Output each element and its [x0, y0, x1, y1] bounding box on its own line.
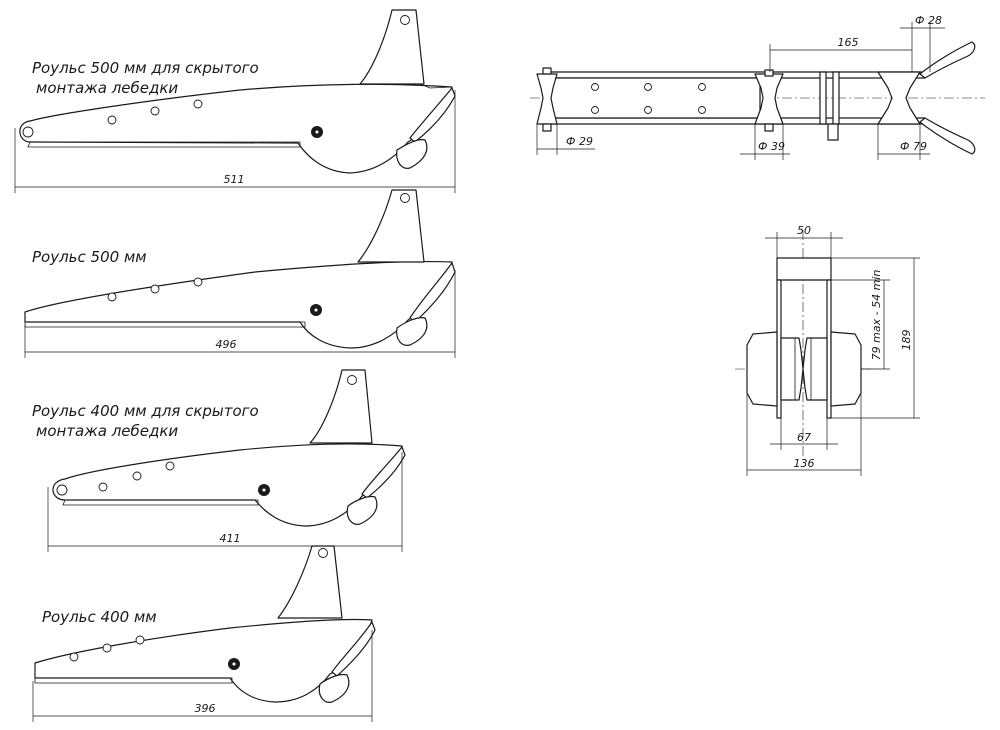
mount-hole: [135, 635, 145, 645]
mount-hole: [102, 643, 112, 653]
side-view-400: Роульс 400 мм 396: [32, 545, 376, 722]
side-view-400-hidden: Роульс 400 мм для скрытого монтажа лебед…: [32, 369, 406, 552]
caption-line-1: Роульс 400 мм: [42, 608, 157, 626]
mount-hole: [150, 106, 160, 116]
mount-hole: [150, 284, 160, 294]
pivot-hole: [22, 126, 34, 138]
end-view: 50 189 79 max - 54 min 67 136: [735, 224, 920, 476]
end-roller-center: [780, 337, 828, 401]
caption-line-2: монтажа лебедки: [36, 79, 178, 97]
diameter-39-label: Ф 39: [758, 140, 785, 153]
width-67-label: 67: [797, 431, 811, 444]
height-189-label: 189: [900, 330, 913, 351]
diameter-79-label: Ф 79: [900, 140, 927, 153]
width-136-label: 136: [794, 457, 815, 470]
side-view-500: Роульс 500 мм 496: [24, 189, 456, 358]
caption-line-2: монтажа лебедки: [36, 422, 178, 440]
length-dimension: 411: [220, 532, 241, 545]
bracket-hole: [347, 375, 357, 385]
end-roller-right: [830, 331, 862, 407]
mount-hole: [69, 652, 79, 662]
mount-hole: [698, 106, 706, 114]
top-view: Ф 29 Ф 39 Ф 79 165 Ф 28: [530, 14, 985, 160]
mount-hole: [644, 106, 652, 114]
caption-line-1: Роульс 500 мм для скрытого: [32, 59, 259, 77]
bracket-hole: [318, 548, 328, 558]
mount-hole: [591, 106, 599, 114]
mount-hole: [132, 471, 142, 481]
mount-hole: [107, 292, 117, 302]
bracket-hole: [400, 193, 410, 203]
mount-hole: [98, 482, 108, 492]
caption-line-1: Роульс 500 мм: [32, 248, 147, 266]
upper-guide-arm: [919, 41, 976, 79]
pivot-hole: [56, 484, 68, 496]
end-roller-left: [746, 331, 778, 407]
distance-165-label: 165: [838, 36, 859, 49]
diameter-29-label: Ф 29: [566, 135, 593, 148]
lower-guide-arm: [919, 117, 976, 155]
mount-hole: [698, 83, 706, 91]
mount-hole: [107, 115, 117, 125]
mount-hole: [591, 83, 599, 91]
mount-hole: [644, 83, 652, 91]
mount-hole: [165, 461, 175, 471]
length-dimension: 396: [195, 702, 216, 715]
length-dimension: 496: [216, 338, 237, 351]
bracket-hole: [400, 15, 410, 25]
mount-hole: [193, 277, 203, 287]
length-dimension: 511: [224, 173, 245, 186]
side-view-500-hidden: Роульс 500 мм для скрытого монтажа лебед…: [14, 9, 456, 193]
mount-hole: [193, 99, 203, 109]
width-50-label: 50: [797, 224, 811, 237]
diameter-28-label: Ф 28: [915, 14, 942, 27]
gap-79-54-label: 79 max - 54 min: [870, 270, 883, 361]
caption-line-1: Роульс 400 мм для скрытого: [32, 402, 259, 420]
